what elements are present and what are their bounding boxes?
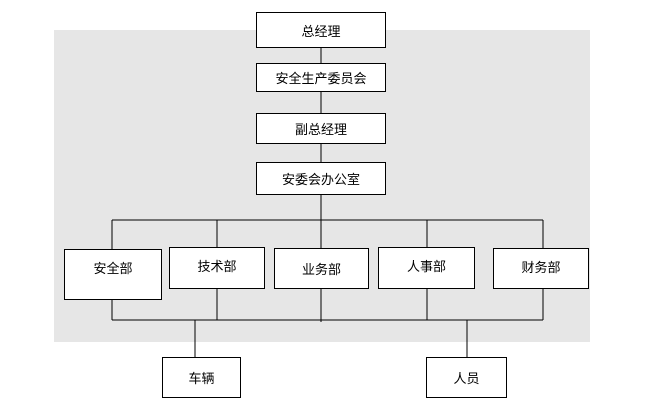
safety-committee-label: 安全生产委员会 xyxy=(275,72,367,87)
vehicles-label: 车辆 xyxy=(188,372,215,387)
department-box: 财务部 xyxy=(493,248,589,289)
department-label: 财务部 xyxy=(521,261,561,276)
personnel-label: 人员 xyxy=(453,372,480,387)
general-manager-box: 总经理 xyxy=(256,12,386,48)
department-box: 业务部 xyxy=(274,248,369,289)
department-box: 安全部 xyxy=(64,249,162,300)
department-box: 人事部 xyxy=(378,247,475,289)
department-label: 技术部 xyxy=(197,260,237,275)
department-label: 人事部 xyxy=(406,260,446,275)
vehicles-box: 车辆 xyxy=(162,357,241,398)
personnel-box: 人员 xyxy=(426,357,507,398)
deputy-gm-label: 副总经理 xyxy=(294,123,347,138)
safety-committee-box: 安全生产委员会 xyxy=(256,63,386,92)
committee-office-label: 安委会办公室 xyxy=(281,173,360,188)
department-box: 技术部 xyxy=(169,247,265,289)
department-label: 安全部 xyxy=(93,262,133,277)
committee-office-box: 安委会办公室 xyxy=(256,162,386,195)
department-label: 业务部 xyxy=(301,263,341,278)
deputy-gm-box: 副总经理 xyxy=(256,113,386,144)
general-manager-label: 总经理 xyxy=(301,24,341,40)
